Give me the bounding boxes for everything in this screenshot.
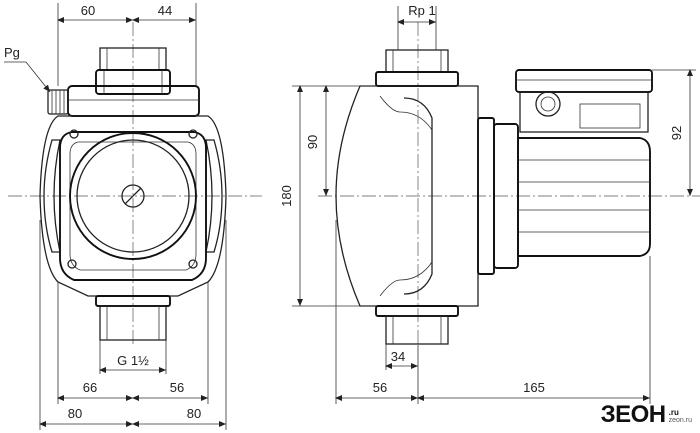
front-stator-ring [69,132,197,260]
side-body-outline [335,85,479,307]
dim-top-left-60: 60 [81,3,95,18]
dim-56-side: 56 [373,380,387,395]
side-terminal-box [519,91,649,133]
front-rotor-face [76,139,190,253]
front-dimensions: 60 44 Pg G 1½ 66 56 80 80 [4,3,227,430]
front-vent-screw [121,184,145,208]
side-motor-body [517,137,651,257]
dim-bottom-66: 66 [83,380,97,395]
dim-165: 165 [523,380,545,395]
side-bottom-port [385,315,449,345]
brand-side: .ru zeon.ru [668,407,692,427]
dim-thread-g: G 1½ [117,353,149,368]
dim-bottom-56: 56 [170,380,184,395]
side-dimensions: Rp 1 180 90 92 34 56 165 [279,3,696,404]
dim-rp1: Rp 1 [408,3,435,18]
dim-top-right-44: 44 [158,3,172,18]
front-body-outline [39,115,227,297]
dim-outer-right-80: 80 [187,406,201,421]
dim-height-180: 180 [279,185,294,207]
front-top-port [95,47,171,95]
side-speed-switch [535,91,561,117]
side-top-port [385,49,449,73]
front-screws [67,129,198,269]
dim-height-90: 90 [305,135,320,149]
front-bottom-port [95,295,171,341]
brand-sub: zeon.ru [668,417,692,425]
dim-outer-left-80: 80 [68,406,82,421]
front-view [8,22,262,345]
side-view [318,22,700,345]
front-terminal-box [47,85,200,117]
brand-domain: .ru [668,407,679,417]
side-terminal-lid [515,69,653,93]
dim-height-92: 92 [669,126,684,140]
brand-logo: ЗЕОН .ru zeon.ru [601,403,692,427]
front-motor-inner [69,141,197,271]
brand-logo-text: ЗЕОН [600,401,667,428]
dim-34: 34 [391,349,405,364]
dim-pg-label: Pg [4,45,20,60]
front-motor-housing [59,131,207,281]
